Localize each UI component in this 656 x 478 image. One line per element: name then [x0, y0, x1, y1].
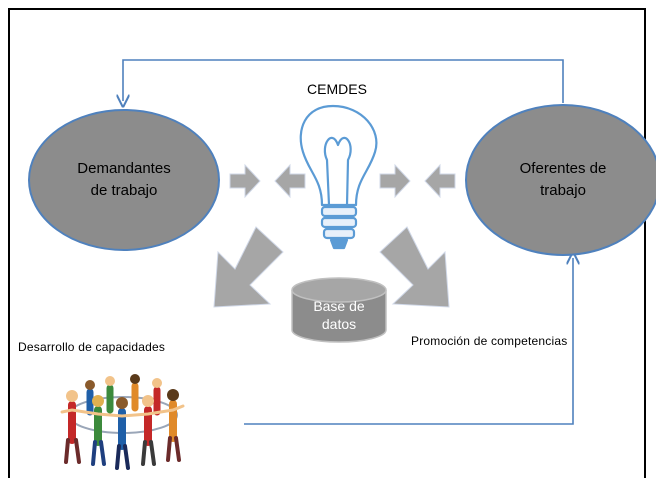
right-ellipse-label: Oferentes de trabajo [519, 160, 607, 199]
big-arrow-down-left [213, 226, 284, 308]
diagram-frame [8, 8, 646, 478]
right-caption: Promoción de competencias [411, 334, 568, 348]
database-label: Base de datos [313, 298, 365, 333]
arrow-left-right-2 [424, 163, 456, 199]
bottom-connector-line [244, 258, 573, 425]
arrow-right-right-1 [379, 163, 411, 199]
left-caption: Desarrollo de capacidades [18, 340, 166, 354]
big-arrow-down-right [379, 226, 450, 308]
lightbulb-icon [299, 104, 378, 250]
left-ellipse [28, 109, 220, 251]
left-ellipse-label: Demandantes de trabajo [77, 160, 171, 199]
top-connector-line [123, 59, 564, 103]
right-ellipse [465, 104, 656, 256]
diagram-title: CEMDES [307, 81, 367, 97]
people-circle-icon [60, 374, 185, 470]
arrow-right-left-1 [229, 163, 261, 199]
database-cylinder [291, 277, 387, 343]
arrow-left-left-2 [274, 163, 306, 199]
